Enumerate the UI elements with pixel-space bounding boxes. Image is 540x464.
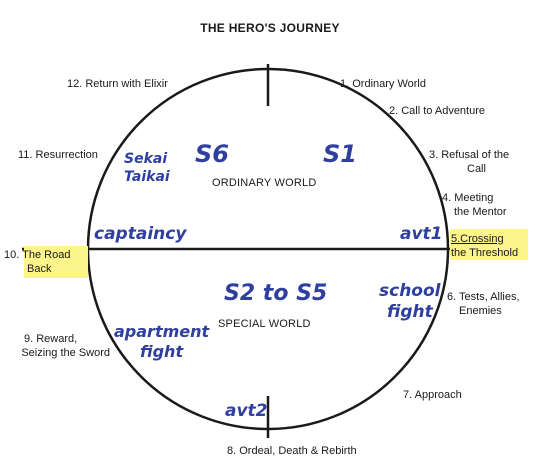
note-captaincy: captaincy (94, 224, 187, 244)
highlight-road-back (24, 246, 88, 278)
note-school-fight: school fight (379, 281, 441, 322)
stage-10-label: 10. The Road Back (4, 249, 71, 275)
stage-9-label: 9. Reward, Seizing the Sword (21, 333, 110, 359)
stage-1-label: 1. Ordinary World (340, 78, 426, 90)
note-sekai-taikai: Sekai Taikai (124, 151, 170, 185)
stage-11-label: 11. Resurrection (18, 149, 98, 161)
note-apartment-fight: apartment fight (114, 322, 210, 361)
stage-6-label: 6. Tests, Allies, Enemies (447, 291, 520, 317)
stage-8-label: 8. Ordeal, Death & Rebirth (227, 445, 357, 457)
diagram-title: THE HERO'S JOURNEY (200, 21, 340, 35)
ordinary-world-label: ORDINARY WORLD (212, 177, 317, 189)
note-s6: S6 (195, 140, 229, 168)
stage-3-label: 3. Refusal of the Call (429, 149, 510, 175)
stage-5-label: 5.Crossing the Threshold (451, 233, 519, 259)
stage-7-label: 7. Approach (403, 389, 462, 401)
stage-12-label: 12. Return with Elixir (67, 78, 168, 90)
stage-2-label: 2. Call to Adventure (389, 105, 486, 117)
note-s2-to-s5: S2 to S5 (224, 281, 328, 306)
note-avt1: avt1 (400, 224, 443, 244)
note-s1: S1 (323, 140, 357, 168)
note-avt2: avt2 (225, 401, 268, 421)
stage-4-label: 4. Meeting the Mentor (442, 192, 507, 218)
special-world-label: SPECIAL WORLD (218, 318, 311, 330)
highlight-threshold (450, 229, 528, 260)
